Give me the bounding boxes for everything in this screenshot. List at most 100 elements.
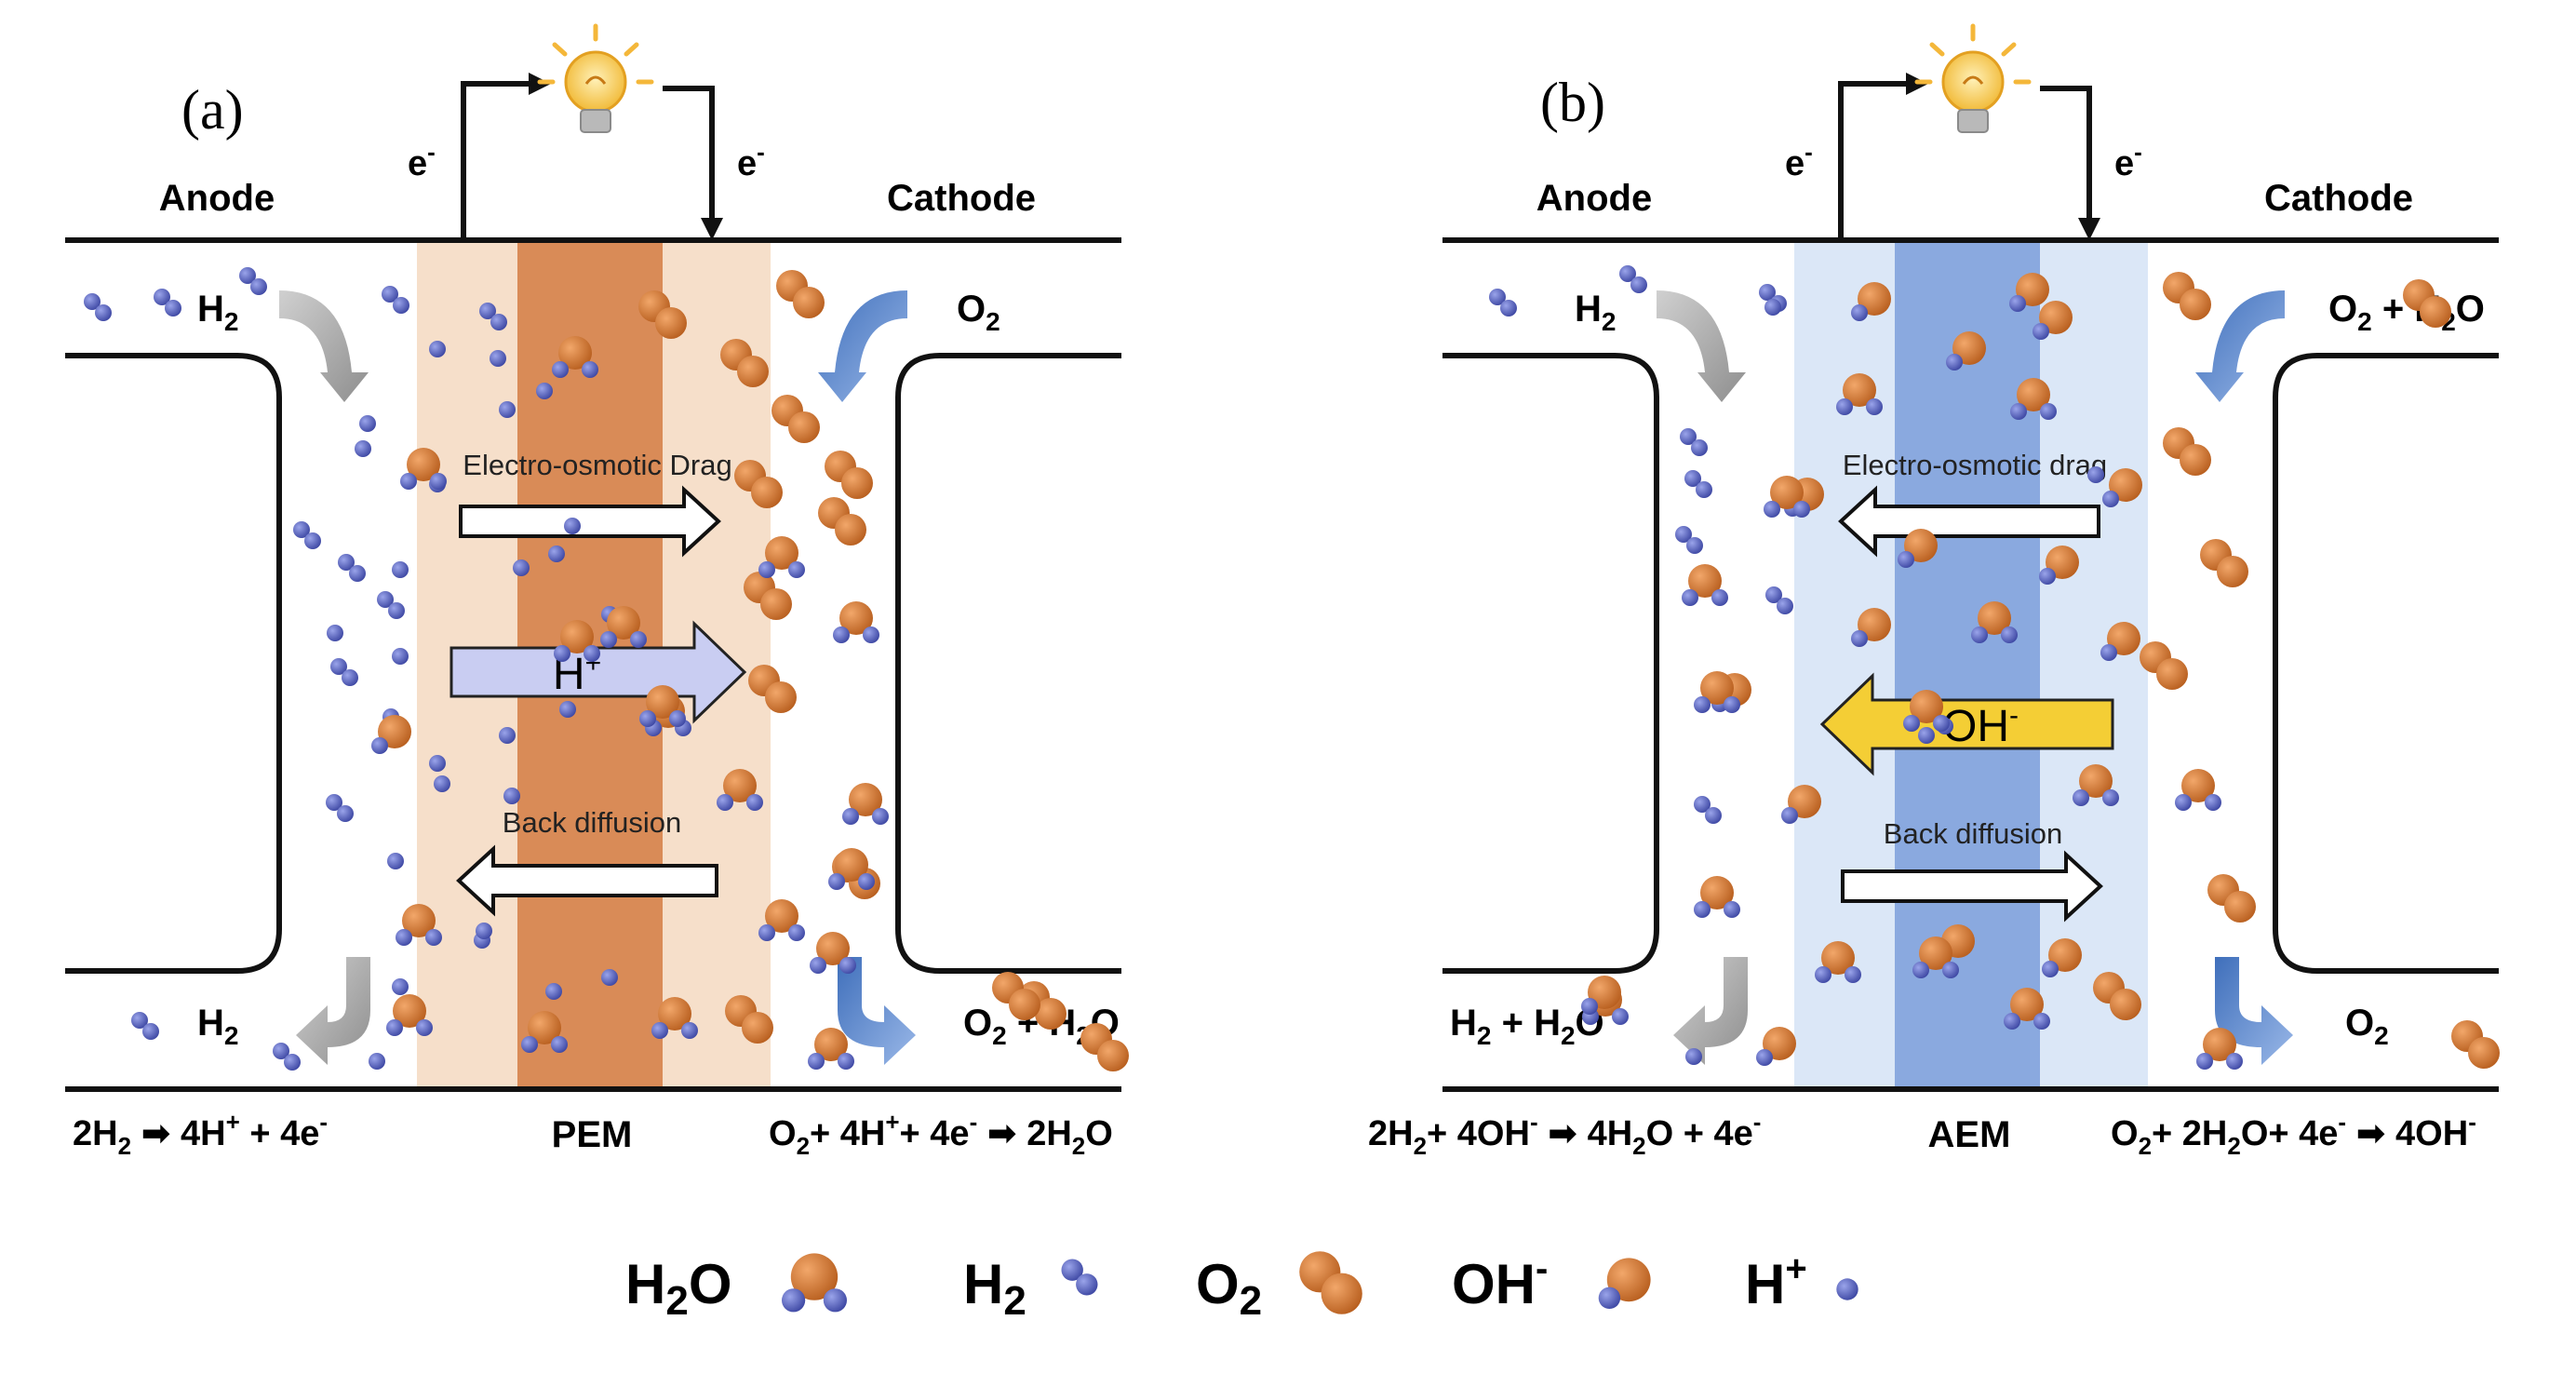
h2o-molecule-icon (386, 994, 433, 1036)
drag-label: Electro-osmotic drag (1843, 449, 2107, 481)
h2-molecule-icon (479, 303, 507, 330)
membrane-label: AEM (1928, 1114, 2011, 1155)
back-diffusion-arrow (1841, 850, 2103, 923)
proton-icon (1836, 1278, 1858, 1300)
h2-molecule-icon (1684, 470, 1712, 498)
cathode-outlet-label: O2 (2345, 1003, 2389, 1050)
h2-molecule-icon (1061, 1259, 1098, 1296)
proton-icon (499, 401, 516, 418)
o2-molecule-icon (992, 972, 1040, 1020)
h2-molecule-icon (382, 286, 409, 314)
h2-molecule-icon (84, 293, 112, 321)
proton-icon (392, 648, 409, 665)
hydroxide-ion-icon (1598, 1258, 1651, 1310)
proton-icon (499, 727, 516, 744)
legend-label-h2: H2 (963, 1253, 1026, 1324)
proton-icon (601, 969, 618, 986)
proton-icon (503, 788, 520, 804)
h2-molecule-icon (1489, 289, 1517, 317)
h2o-molecule-icon (758, 536, 805, 578)
h2o-molecule-icon (400, 448, 447, 490)
h2o-molecule-icon (600, 606, 647, 648)
drag-label: Electro-osmotic Drag (463, 449, 731, 481)
hydroxide-ion-icon (2033, 301, 2073, 340)
legend-label-oh: OH- (1452, 1248, 1548, 1315)
aem-core (1895, 240, 2040, 1089)
cathode-label: Cathode (2264, 178, 2413, 219)
h2-molecule-icon (1694, 796, 1722, 824)
o2-molecule-icon (1080, 1023, 1129, 1071)
o2-molecule-icon (1299, 1251, 1362, 1314)
hydroxide-ion-icon (1756, 1027, 1796, 1066)
h2-molecule-icon (1675, 526, 1703, 554)
light-bulb-icon (1914, 23, 2032, 133)
anode-label: Anode (1536, 178, 1652, 219)
h2o-molecule-icon (2004, 988, 2050, 1030)
proton-icon (429, 755, 446, 772)
cathode-outlet-arrow (838, 957, 916, 1065)
hydroxide-ion-icon (1898, 529, 1938, 568)
panel-b: (b) Anode Cathode e- e- H2 O2 + H2O H2 +… (1368, 23, 2500, 1160)
proton-icon (392, 978, 409, 995)
h2-molecule-icon (239, 267, 267, 295)
hydroxide-ion-icon (2042, 938, 2082, 977)
h2o-molecule-icon (552, 336, 598, 378)
h2o-molecule-icon (2196, 1028, 2243, 1070)
cell-plates (1442, 237, 2499, 1092)
proton-icon (490, 350, 506, 367)
h2o-molecule-icon (842, 783, 889, 825)
cathode-inlet-label: O2 (957, 289, 1000, 336)
proton-icon (434, 775, 450, 792)
electron-label-left: e- (1785, 138, 1813, 183)
hydroxide-ion-icon (371, 715, 411, 754)
o2-molecule-icon (734, 460, 783, 508)
proton-icon (1764, 299, 1781, 316)
panel-letter: (a) (181, 79, 244, 141)
h2o-molecule-icon (639, 685, 686, 727)
o2-molecule-icon (744, 572, 792, 620)
o2-molecule-icon (2163, 427, 2211, 476)
hydroxide-ion-icon (2039, 546, 2079, 585)
o2-molecule-icon (771, 395, 820, 443)
hydroxide-ion-icon (2009, 273, 2049, 312)
h2-molecule-icon (330, 658, 358, 686)
cathode-reaction: O2+ 4H++ 4e- ➡ 2H2O (769, 1108, 1113, 1160)
cell-plates (65, 237, 1121, 1092)
h2-molecule-icon (154, 289, 181, 317)
proton-icon (369, 1053, 385, 1070)
hydroxide-ion-icon (2102, 468, 2142, 507)
external-circuit (1838, 81, 2092, 240)
h2-molecule-icon (293, 521, 321, 549)
anode-inlet-arrow (1657, 290, 1746, 402)
electron-label-left: e- (408, 138, 436, 183)
proton-icon (548, 546, 565, 562)
h2-molecule-icon (1765, 586, 1793, 614)
ion-transport-label: OH- (1942, 700, 2019, 751)
h2o-molecule-icon (1815, 941, 1861, 983)
h2o-molecule-icon (1903, 690, 1950, 732)
o2-molecule-icon (2093, 972, 2141, 1020)
h2o-molecule-icon (810, 932, 856, 974)
anode-reaction: 2H2+ 4OH- ➡ 4H2O + 4e- (1368, 1108, 1761, 1160)
h2o-molecule-icon (554, 620, 600, 662)
proton-icon (327, 625, 343, 641)
legend: H2O H2 O2 OH- H+ (625, 1248, 1858, 1324)
anode-outlet-label: H2 + H2O (1450, 1003, 1604, 1050)
back-diffusion-label: Back diffusion (503, 806, 681, 839)
o2-molecule-icon (725, 995, 773, 1044)
proton-icon (387, 853, 404, 869)
o2-molecule-icon (638, 290, 687, 339)
h2o-molecule-icon (521, 1011, 568, 1053)
drag-arrow (1838, 485, 2100, 558)
legend-label-hplus: H+ (1745, 1248, 1807, 1315)
o2-molecule-icon (2163, 272, 2211, 320)
electron-label-right: e- (737, 138, 765, 183)
proton-icon (559, 701, 576, 718)
hydroxide-ion-icon (1581, 976, 1621, 1015)
h2-molecule-icon (338, 554, 366, 582)
h2-molecule-icon (1061, 1259, 1098, 1296)
h2o-molecule-icon (717, 769, 763, 811)
particle-field-a (84, 267, 1129, 1071)
h2o-molecule-icon (782, 1253, 848, 1313)
